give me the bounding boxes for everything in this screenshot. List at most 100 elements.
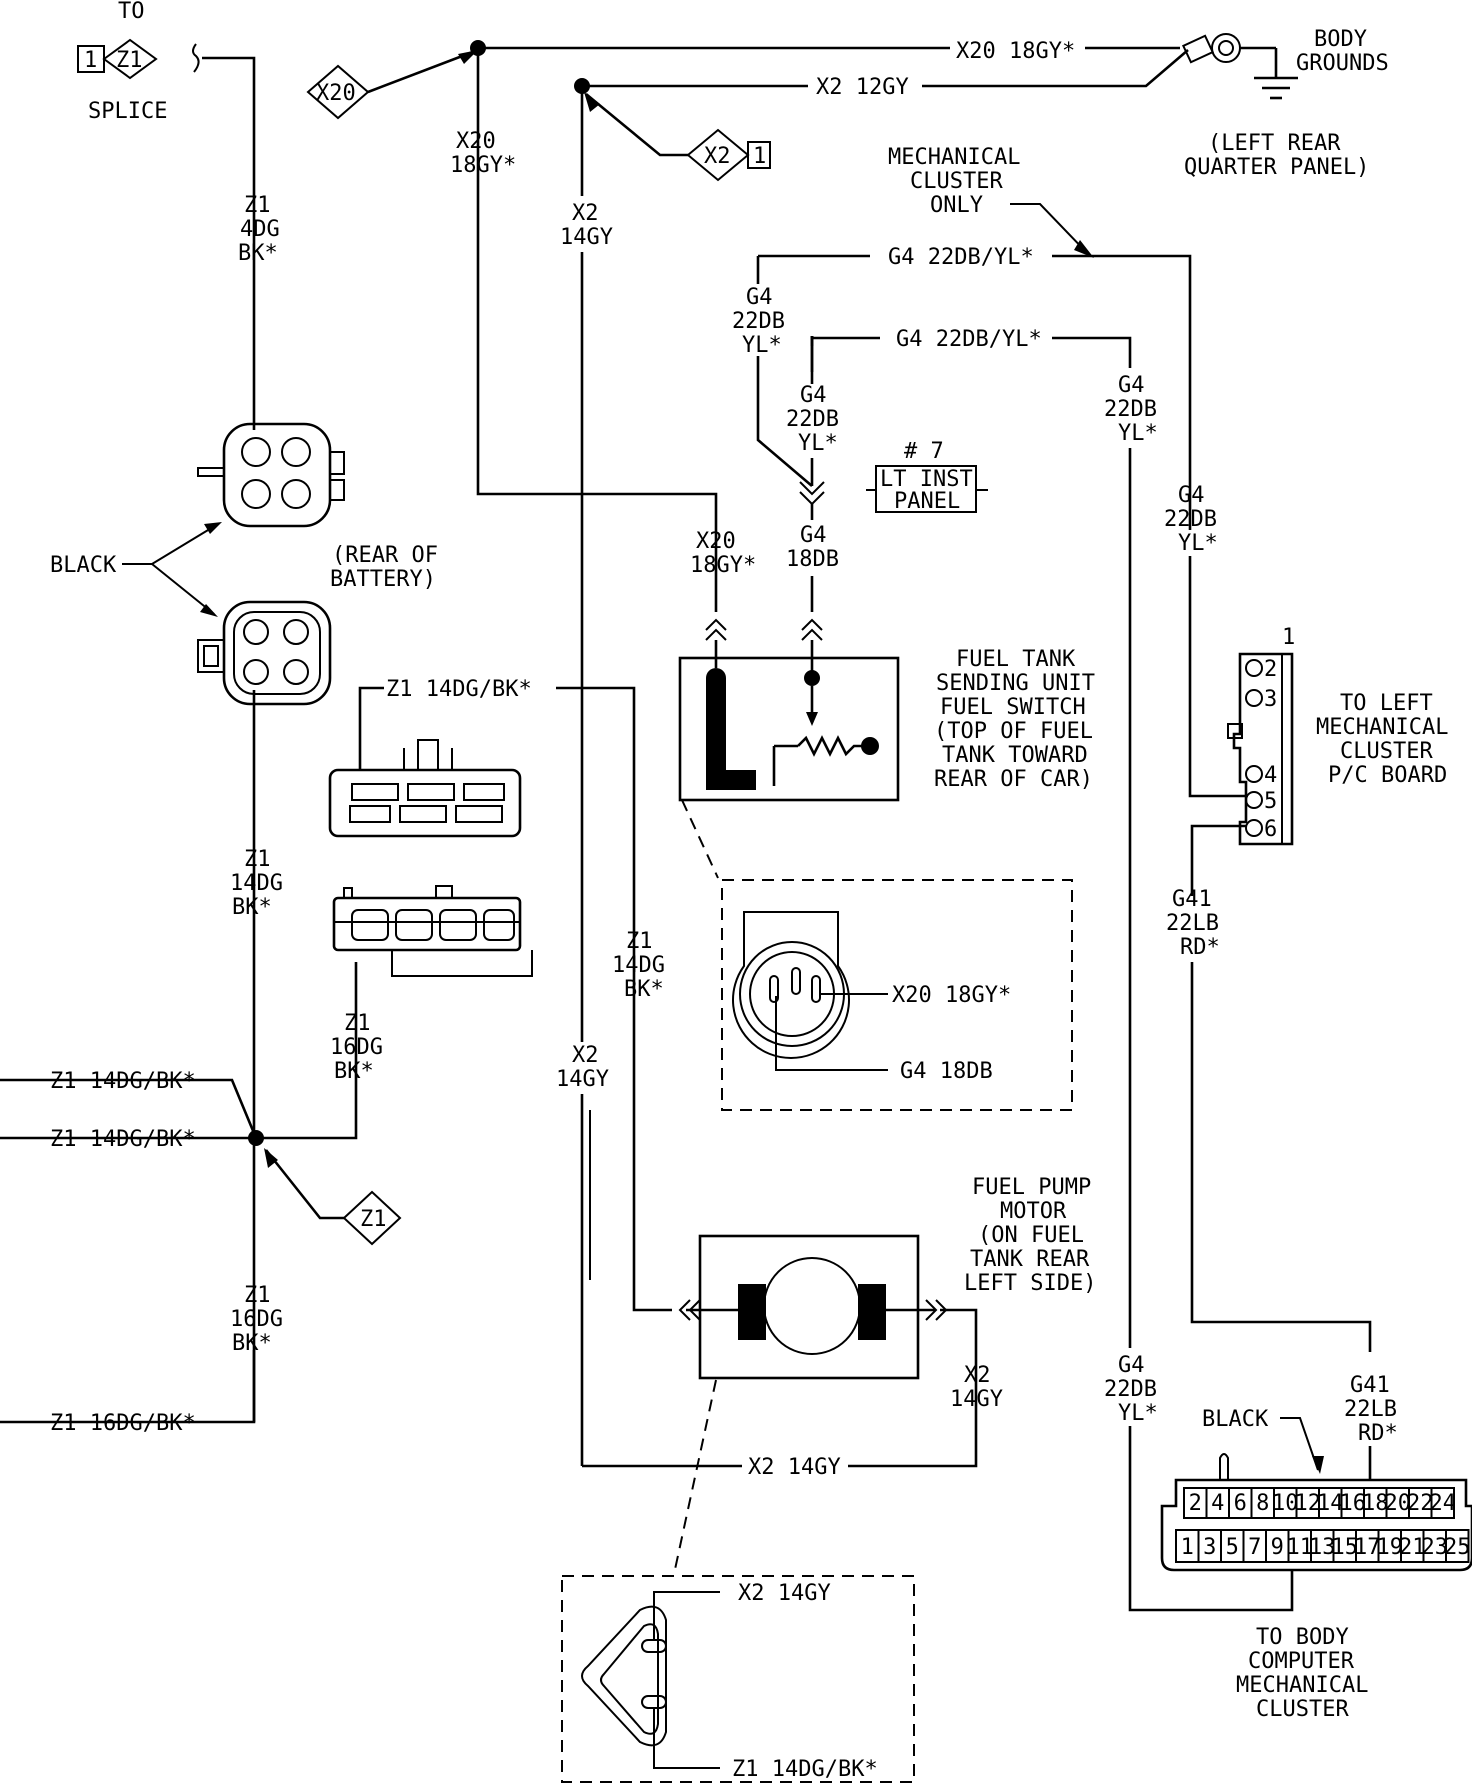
bcm-pin-label: 23 — [1422, 1535, 1449, 1560]
fuel-sending-unit: FUEL TANK SENDING UNIT FUEL SWITCH (TOP … — [678, 647, 1095, 879]
detail-g4-label: G4 18DB — [900, 1059, 993, 1084]
g4-mid-label: G4 22DB/YL* — [896, 327, 1042, 352]
svg-text:YL*: YL* — [1118, 421, 1158, 446]
svg-text:Z1: Z1 — [360, 1207, 387, 1232]
svg-text:BATTERY): BATTERY) — [330, 567, 436, 592]
svg-text:MECHANICAL: MECHANICAL — [888, 145, 1020, 170]
x20-sender-wire: X20 18GY* X20 18GY* — [450, 48, 756, 668]
splice-caption: SPLICE — [88, 99, 167, 124]
svg-text:4DG: 4DG — [240, 217, 280, 242]
pump-z1-label: Z1 14DG/BK* — [732, 1757, 878, 1782]
svg-text:14GY: 14GY — [950, 1387, 1003, 1412]
svg-text:22DB: 22DB — [1104, 1377, 1157, 1402]
svg-text:CLUSTER: CLUSTER — [1256, 1697, 1349, 1722]
battery-connector-4pin — [197, 422, 345, 528]
svg-text:14GY: 14GY — [560, 225, 613, 250]
pump-x2-label: X2 14GY — [738, 1581, 831, 1606]
g4-wiring: MECHANICAL CLUSTER ONLY G4 22DB/YL* G4 2… — [732, 145, 1294, 1612]
svg-text:G4: G4 — [1118, 1353, 1145, 1378]
svg-text:RD*: RD* — [1358, 1421, 1398, 1446]
bcm-pin-label: 21 — [1399, 1535, 1426, 1560]
svg-text:(REAR OF: (REAR OF — [332, 543, 438, 568]
z1-left-wiring: Z1 4DG BK* Z1 14DG BK* Z1 14DG/BK* Z1 14… — [0, 56, 402, 1436]
fuel-pump-motor: FUEL PUMP MOTOR (ON FUEL TANK REAR LEFT … — [673, 1175, 1096, 1575]
svg-text:REAR OF CAR): REAR OF CAR) — [934, 767, 1093, 792]
svg-text:COMPUTER: COMPUTER — [1248, 1649, 1355, 1674]
bcm-pin-label: 1 — [1181, 1535, 1194, 1560]
svg-text:PANEL: PANEL — [894, 489, 960, 514]
svg-text:FUEL PUMP: FUEL PUMP — [972, 1175, 1091, 1200]
bcm-pin-label: 3 — [1203, 1535, 1216, 1560]
svg-text:TANK REAR: TANK REAR — [970, 1247, 1090, 1272]
sender-connector-detail: X20 18GY* G4 18DB — [721, 879, 1073, 1111]
svg-text:1: 1 — [1282, 625, 1295, 650]
svg-text:Z1: Z1 — [244, 1283, 271, 1308]
svg-text:FUEL TANK: FUEL TANK — [956, 647, 1076, 672]
svg-text:22LB: 22LB — [1344, 1397, 1397, 1422]
ground-location-1: (LEFT REAR — [1208, 131, 1341, 156]
black-label: BLACK — [50, 553, 117, 578]
svg-text:Z1: Z1 — [244, 847, 271, 872]
svg-text:TO LEFT: TO LEFT — [1340, 691, 1433, 716]
svg-text:18GY*: 18GY* — [690, 553, 756, 578]
bcm-pin-label: 13 — [1309, 1535, 1336, 1560]
battery-connector-4pin-2 — [197, 600, 332, 706]
svg-text:(TOP OF FUEL: (TOP OF FUEL — [934, 719, 1093, 744]
bcm-pin-label: 12 — [1295, 1491, 1322, 1516]
svg-text:G4: G4 — [746, 285, 773, 310]
svg-text:5: 5 — [1264, 789, 1277, 814]
svg-text:14GY: 14GY — [556, 1067, 609, 1092]
svg-text:X20: X20 — [456, 129, 496, 154]
bcm-pin-label: 18 — [1362, 1491, 1389, 1516]
svg-text:18DB: 18DB — [786, 547, 839, 572]
svg-text:BK*: BK* — [238, 241, 278, 266]
svg-text:G41: G41 — [1172, 887, 1212, 912]
splice-id: Z1 — [116, 48, 143, 73]
svg-text:SENDING UNIT: SENDING UNIT — [936, 671, 1095, 696]
svg-text:Z1: Z1 — [244, 193, 271, 218]
z1-connectors: Z1 14DG/BK* Z1 14DG BK* — [328, 677, 672, 1312]
black-callout: BLACK (REAR OF BATTERY) — [50, 522, 438, 617]
svg-text:MOTOR: MOTOR — [1000, 1199, 1067, 1224]
svg-text:22DB: 22DB — [1164, 507, 1217, 532]
svg-text:16DG: 16DG — [230, 1307, 283, 1332]
svg-text:X2: X2 — [964, 1363, 991, 1388]
bcm-pin-label: 7 — [1248, 1535, 1261, 1560]
svg-text:22DB: 22DB — [732, 309, 785, 334]
svg-text:22LB: 22LB — [1166, 911, 1219, 936]
bcm-pin-label: 17 — [1354, 1535, 1381, 1560]
ground-wires: X20 18GY* X2 12GY BODY GROUNDS (LEFT REA… — [367, 27, 1389, 180]
svg-text:BK*: BK* — [232, 895, 272, 920]
bcm-pin-label: 16 — [1340, 1491, 1367, 1516]
black2-label: BLACK — [1202, 1407, 1269, 1432]
svg-text:6: 6 — [1264, 817, 1277, 842]
svg-text:14DG: 14DG — [230, 871, 283, 896]
pump-connector-detail: X2 14GY Z1 14DG/BK* — [561, 1575, 915, 1783]
bcm-pin-label: 20 — [1385, 1491, 1412, 1516]
x20-diamond: X20 — [306, 64, 370, 120]
svg-text:3: 3 — [1264, 687, 1277, 712]
svg-text:22DB: 22DB — [1104, 397, 1157, 422]
x2-ground-wire-label: X2 12GY — [816, 75, 909, 100]
svg-text:1: 1 — [753, 144, 766, 169]
svg-text:YL*: YL* — [1118, 1401, 1158, 1426]
bcm-pin-label: 22 — [1407, 1491, 1434, 1516]
svg-text:TO BODY: TO BODY — [1256, 1625, 1349, 1650]
left-z1-label-a: Z1 14DG/BK* — [50, 1069, 196, 1094]
svg-text:X2: X2 — [572, 1043, 599, 1068]
bcm-pin-label: 5 — [1226, 1535, 1239, 1560]
g4-top-label: G4 22DB/YL* — [888, 245, 1034, 270]
bcm-pin-label: 6 — [1234, 1491, 1247, 1516]
svg-text:MECHANICAL: MECHANICAL — [1236, 1673, 1368, 1698]
detail-x20-label: X20 18GY* — [892, 983, 1011, 1008]
svg-text:X2: X2 — [572, 201, 599, 226]
svg-text:16DG: 16DG — [330, 1035, 383, 1060]
bcm-pin-label: 8 — [1256, 1491, 1269, 1516]
bcm-pin-cell — [1430, 1487, 1455, 1519]
bcm-pin-label: 2 — [1189, 1491, 1202, 1516]
bcm-pin-label: 9 — [1271, 1535, 1284, 1560]
svg-text:# 7: # 7 — [904, 439, 944, 464]
bcm-pin-label: 4 — [1211, 1491, 1224, 1516]
bcm-pin-label: 24 — [1430, 1491, 1457, 1516]
